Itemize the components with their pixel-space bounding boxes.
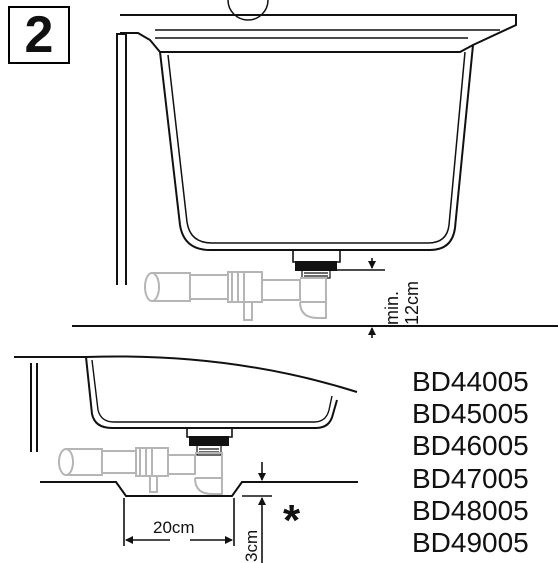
sink-bowl-inner [167,51,466,244]
overflow-circle [227,0,269,21]
model-code: BD46005 [412,430,529,462]
drain-flange [295,261,337,271]
top-siphon-ghost [144,271,327,321]
cabinet-wall [116,33,127,285]
model-code: BD44005 [412,366,529,397]
bottom-sink-view [14,355,358,456]
sink-rim-inner [155,29,500,39]
model-code: BD49005 [412,527,529,559]
bottom-cabinet-wall [30,363,38,452]
note-asterisk: * [283,496,301,545]
sink-bowl-outer [159,44,474,251]
bottom-countertop [14,355,358,393]
depth-label: 3cm [242,530,261,562]
width-label: 20cm [153,518,195,537]
drain-body [292,250,341,263]
width-dimension [123,498,235,546]
bottom-floor-profile [40,481,358,497]
top-sink-view [116,0,517,285]
bottom-siphon-ghost [58,447,223,495]
depth-dimension [242,462,272,563]
step-number: 2 [8,6,70,64]
model-code: BD47005 [412,462,529,494]
model-list: BD44005 BD45005 BD46005 BD47005 BD48005 … [412,366,552,559]
min-clearance-dimension [335,258,385,338]
sink-rim [120,14,517,53]
min-clearance-label: min. [382,291,402,325]
min-clearance-label-2: 12cm [402,281,422,325]
bottom-bowl-outer [85,356,338,429]
model-code: BD45005 [412,398,529,430]
bottom-bowl-inner [91,359,333,423]
drain-thread [301,270,331,279]
model-code: BD48005 [412,494,529,526]
